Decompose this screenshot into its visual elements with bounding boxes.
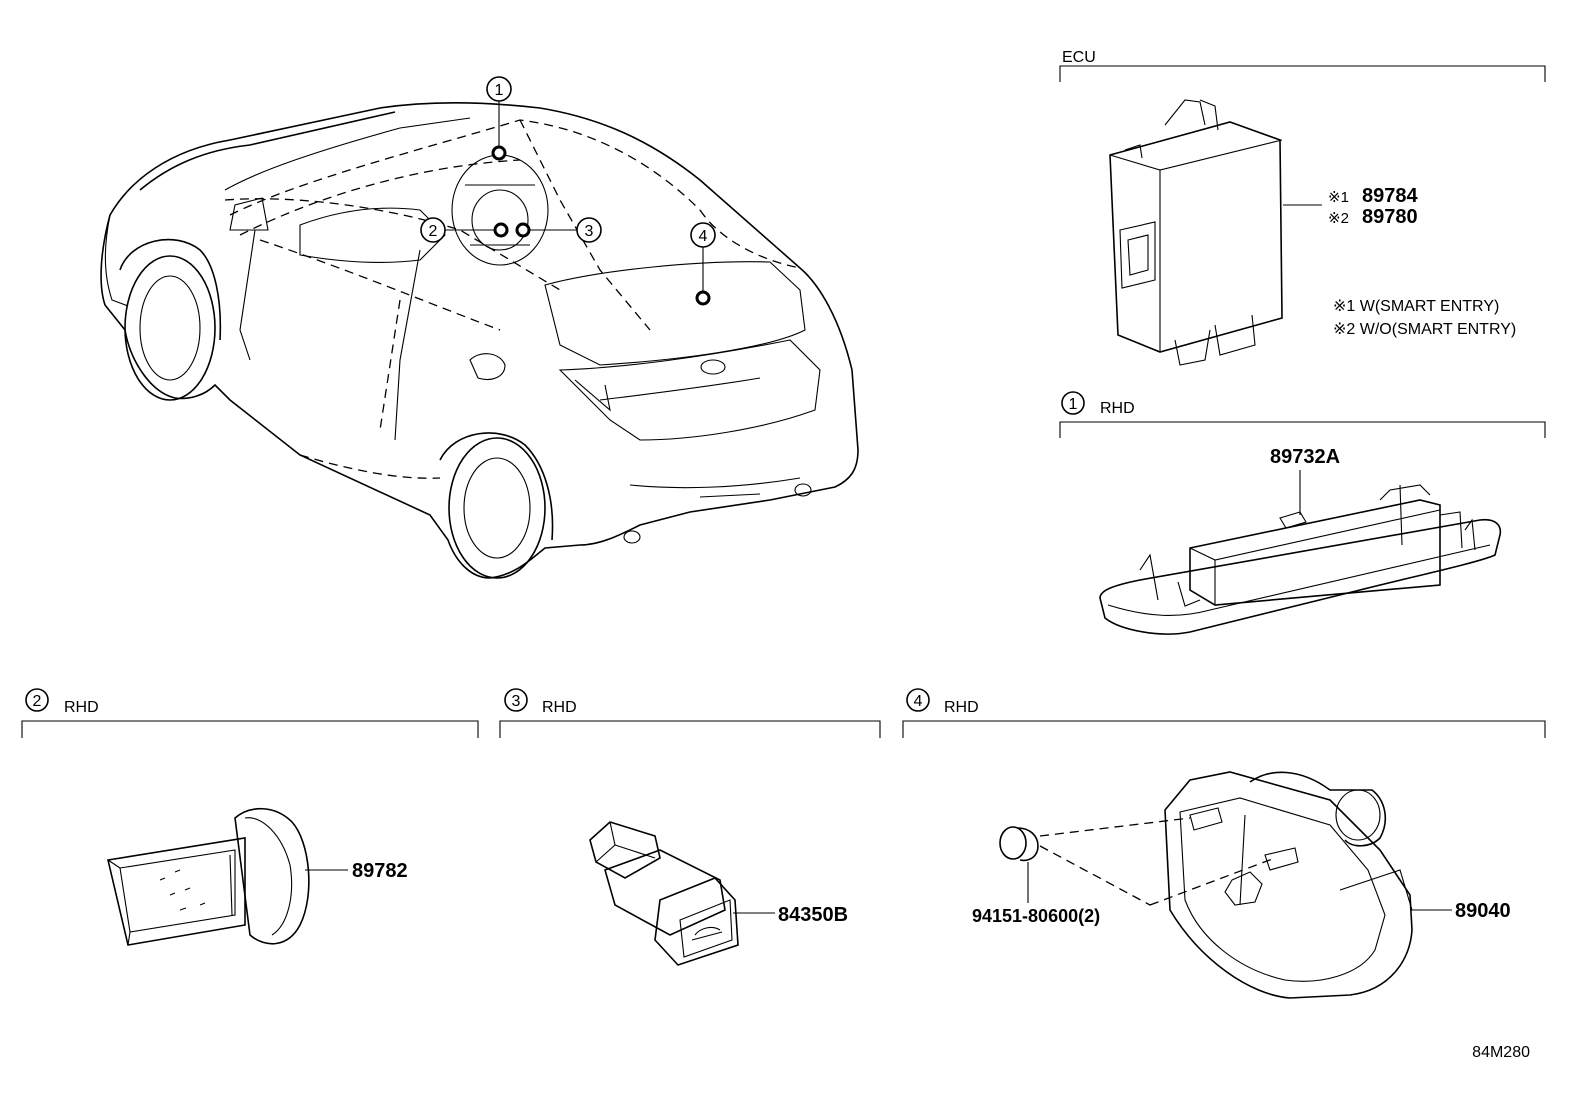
ecu-mark-1: ※1 (1328, 189, 1349, 206)
part-number-89040: 89040 (1455, 900, 1511, 922)
note-smart-entry-without: ※2 W/O(SMART ENTRY) (1333, 321, 1516, 338)
ecu-unit-drawing (1109, 99, 1283, 366)
section-4: 4 RHD 94151-80600(2) 89040 (902, 688, 1546, 999)
section-2-number: 2 (33, 693, 42, 710)
section-4-title: RHD (944, 699, 979, 716)
section-3-number: 3 (512, 693, 521, 710)
section-1-number: 1 (1069, 396, 1078, 413)
figure-code: 84M280 (1472, 1044, 1530, 1061)
part-number-84350b: 84350B (778, 904, 848, 926)
switch-84350b-drawing (589, 821, 739, 966)
section-3: 3 RHD 84350B (499, 688, 881, 966)
vehicle-overview (100, 101, 859, 579)
callout-1-label: 1 (495, 82, 504, 99)
ecu-mark-2: ※2 (1328, 210, 1349, 227)
part-number-89780: 89780 (1362, 206, 1418, 228)
section-ecu-title: ECU (1062, 49, 1096, 66)
sensor-89732a-drawing (1099, 484, 1502, 635)
callout-4-label: 4 (699, 228, 708, 245)
part-number-89732a: 89732A (1270, 446, 1340, 468)
clip-94151-drawing (999, 826, 1039, 862)
section-ecu: ECU ※1 89784 ※2 89780 ※1 W(SMART ENTRY) … (1059, 49, 1546, 366)
callout-4: 4 (690, 222, 716, 306)
section-4-number: 4 (914, 693, 923, 710)
callout-2-label: 2 (429, 223, 438, 240)
callout-2: 2 (420, 217, 509, 243)
part-number-89784: 89784 (1362, 185, 1418, 207)
callout-3: 3 (515, 217, 602, 243)
callout-1: 1 (486, 76, 512, 161)
section-3-title: RHD (542, 699, 577, 716)
section-2: 2 RHD 89782 (21, 688, 479, 946)
part-number-94151: 94151-80600(2) (972, 906, 1100, 926)
switch-89782-drawing (107, 807, 310, 946)
section-2-title: RHD (64, 699, 99, 716)
note-smart-entry-with: ※1 W(SMART ENTRY) (1333, 298, 1499, 315)
part-number-89782: 89782 (352, 860, 408, 882)
callout-3-label: 3 (585, 223, 594, 240)
section-1: 1 RHD 89732A (1059, 391, 1546, 635)
section-1-title: RHD (1100, 400, 1135, 417)
sensor-89040-drawing (1164, 771, 1413, 999)
